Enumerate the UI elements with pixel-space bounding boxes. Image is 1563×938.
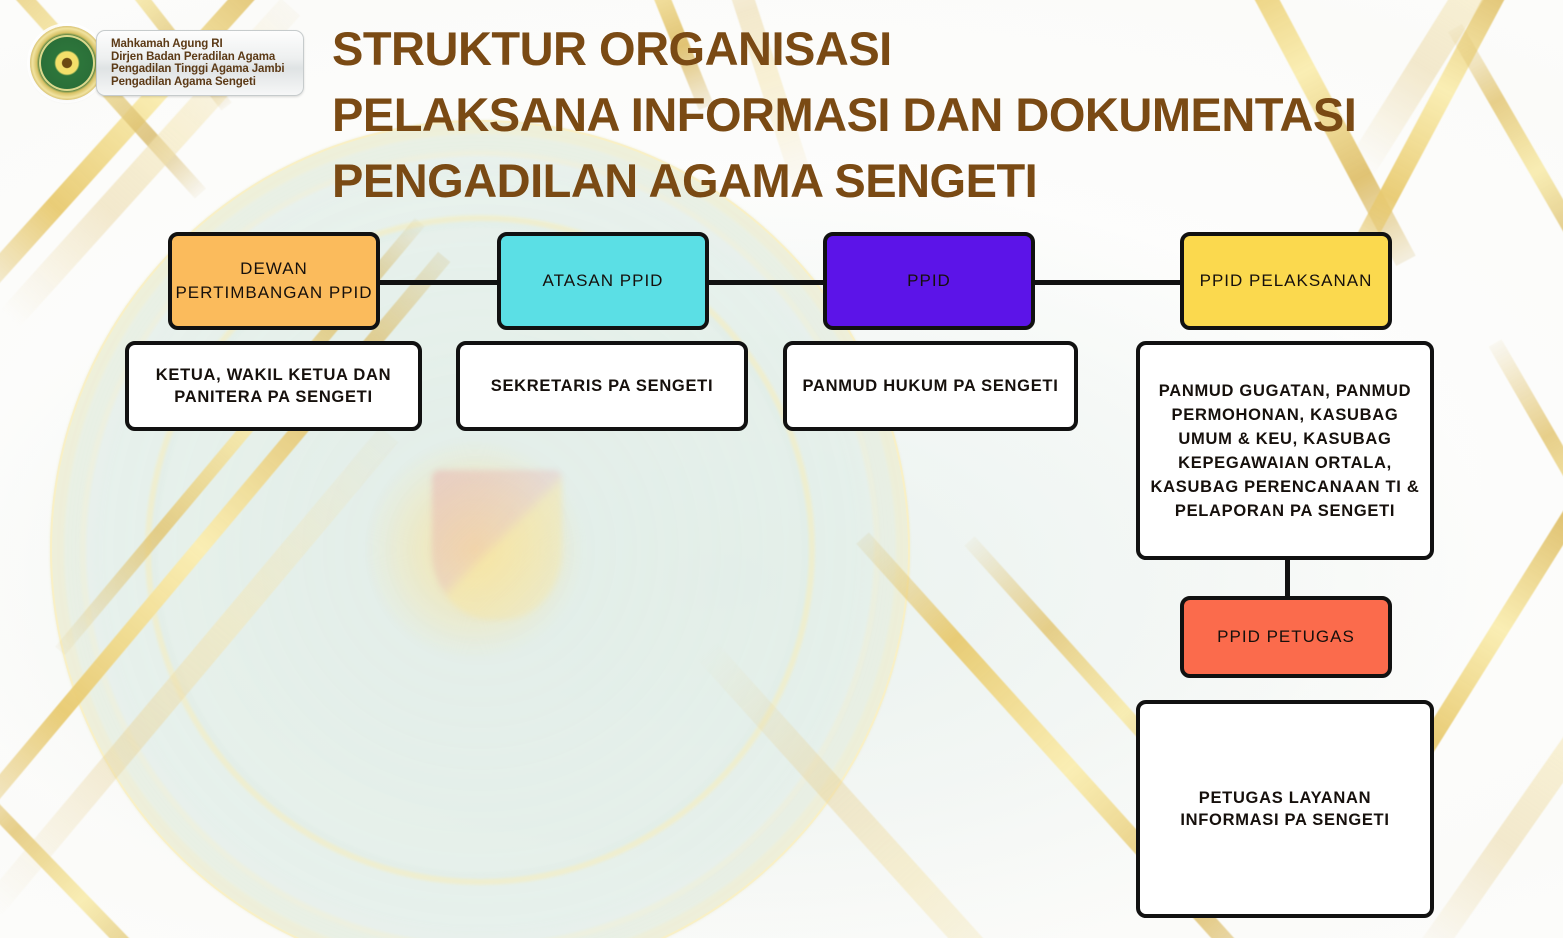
node-ppid-label: PPID [907,271,951,290]
watermark-shield [432,470,562,620]
connector-atasan-to-ppid [703,280,831,285]
detail-atasan-ppid-text: SEKRETARIS PA SENGETI [490,377,714,395]
connector-dewan-to-atasan [376,280,506,285]
detail-ppid-text: PANMUD HUKUM PA SENGETI [802,377,1059,395]
institution-line-3: Pengadilan Tinggi Agama Jambi [111,63,285,76]
detail-ppid-pelaksanan-text: PANMUD GUGATAN, PANMUD PERMOHONAN, KASUB… [1150,381,1420,520]
watermark-star [355,430,585,660]
detail-ppid-pelaksanan[interactable]: PANMUD GUGATAN, PANMUD PERMOHONAN, KASUB… [1136,341,1434,560]
detail-dewan-pertimbangan-ppid-text: KETUA, WAKIL KETUA DAN PANITERA PA SENGE… [155,366,392,406]
node-dewan-pertimbangan-ppid[interactable]: DEWAN PERTIMBANGAN PPID [168,232,380,330]
institution-nameplate: Mahkamah Agung RI Dirjen Badan Peradilan… [96,30,304,96]
node-atasan-ppid[interactable]: ATASAN PPID [497,232,709,330]
node-ppid-pelaksanan[interactable]: PPID PELAKSANAN [1180,232,1392,330]
court-seal-emblem-icon [30,26,104,100]
title-line-2: PELAKSANA INFORMASI DAN DOKUMENTASI [332,88,1357,141]
connector-pelaksanan-to-petugas [1285,556,1290,601]
detail-dewan-pertimbangan-ppid[interactable]: KETUA, WAKIL KETUA DAN PANITERA PA SENGE… [125,341,422,431]
institution-line-4: Pengadilan Agama Sengeti [111,75,256,88]
detail-ppid[interactable]: PANMUD HUKUM PA SENGETI [783,341,1078,431]
institution-line-2: Dirjen Badan Peradilan Agama [111,50,276,63]
node-ppid-pelaksanan-label: PPID PELAKSANAN [1199,271,1373,290]
node-ppid-petugas[interactable]: PPID PETUGAS [1180,596,1392,678]
node-ppid[interactable]: PPID [823,232,1035,330]
node-atasan-ppid-label: ATASAN PPID [542,271,664,290]
seal-inner-ring-icon [39,35,95,91]
connector-ppid-to-pelaksanan [1030,280,1188,285]
poster-title: STRUKTUR ORGANISASI PELAKSANA INFORMASI … [332,16,1542,214]
detail-ppid-petugas[interactable]: PETUGAS LAYANAN INFORMASI PA SENGETI [1136,700,1434,918]
detail-atasan-ppid[interactable]: SEKRETARIS PA SENGETI [456,341,748,431]
detail-ppid-petugas-text: PETUGAS LAYANAN INFORMASI PA SENGETI [1180,789,1390,829]
title-line-3: PENGADILAN AGAMA SENGETI [332,154,1038,207]
institution-logo: Mahkamah Agung RI Dirjen Badan Peradilan… [16,24,306,102]
title-line-1: STRUKTUR ORGANISASI [332,22,892,75]
institution-line-1: Mahkamah Agung RI [111,38,223,50]
node-dewan-pertimbangan-ppid-label: DEWAN PERTIMBANGAN PPID [175,259,373,302]
node-ppid-petugas-label: PPID PETUGAS [1217,627,1355,646]
